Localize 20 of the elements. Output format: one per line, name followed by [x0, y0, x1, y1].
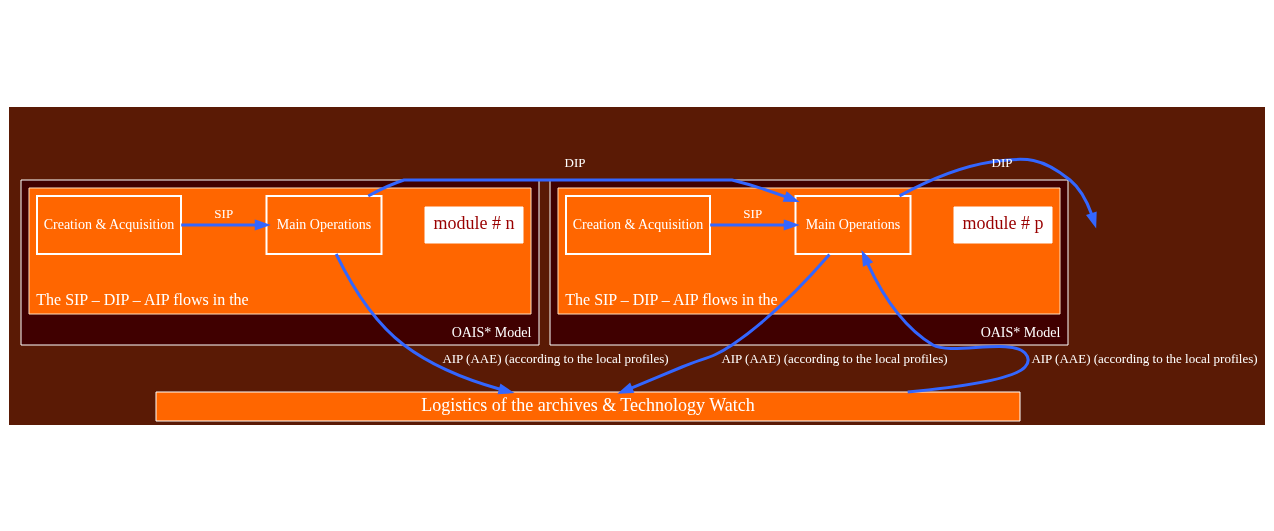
node-box: Creation & Acquisition [565, 194, 711, 255]
arrow [898, 157, 1097, 229]
arrow [334, 252, 515, 394]
arrow [181, 218, 271, 231]
edge-label: AIP (AAE) (according to the local profiles) [721, 350, 948, 366]
edge-label: SIP [214, 205, 234, 221]
node-box: module # p [953, 206, 1053, 243]
edge-label: AIP (AAE) (according to the local profiles) [1031, 350, 1258, 366]
arrow [710, 218, 800, 231]
arrow [861, 249, 1030, 393]
node-box: Main Operations [265, 194, 383, 255]
node-box: Creation & Acquisition [36, 194, 182, 255]
node-box: module # n [424, 206, 524, 243]
arrow [367, 178, 800, 202]
arrow [617, 253, 831, 394]
node-box: Logistics of the archives & Technology Watch [155, 391, 1021, 421]
edge-label: DIP [564, 154, 586, 170]
edge-label: SIP [743, 205, 763, 221]
node-box: Main Operations [794, 194, 912, 255]
edge-label: AIP (AAE) (according to the local profiles) [442, 350, 669, 366]
